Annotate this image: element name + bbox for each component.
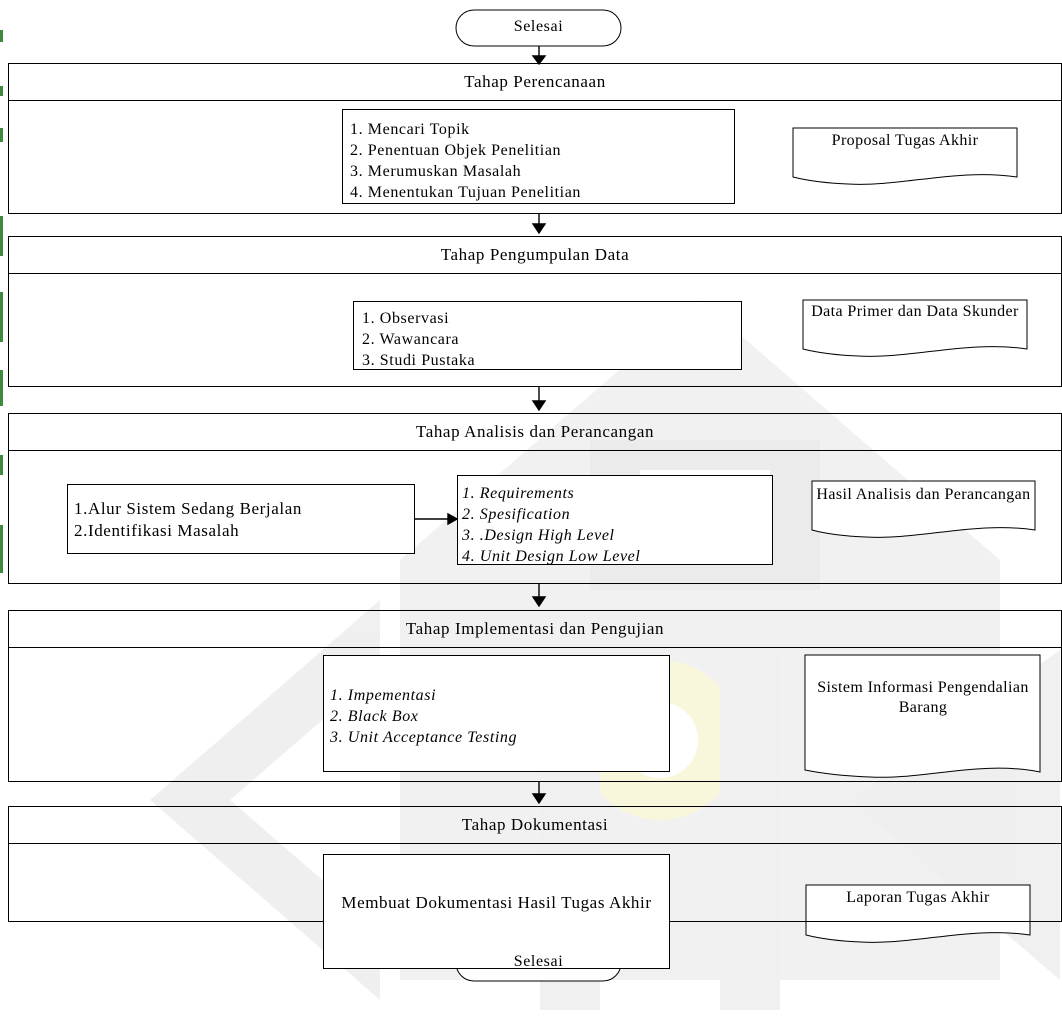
doc-shape-5 [805, 884, 1031, 943]
phase-analisis: Tahap Analisis dan Perancangan [8, 413, 1062, 584]
activity-box-pengumpulan [353, 301, 742, 370]
list-item: 1. Impementasi [330, 687, 437, 704]
output-data: Data Primer dan Data Skunder [811, 303, 1019, 320]
list-item: 1.Alur Sistem Sedang Berjalan [74, 499, 302, 518]
sidebar-watermark [0, 30, 3, 573]
list-item: 4. Menentukan Tujuan Penelitian [350, 184, 582, 201]
activity-box-analisis [457, 475, 773, 565]
list-item: 1. Requirements [462, 485, 575, 502]
activity-box-dokumentasi [323, 854, 670, 969]
output-laporan: Laporan Tugas Akhir [846, 889, 990, 906]
phase-title: Tahap Perencanaan [9, 64, 1061, 101]
start-terminator-label: Selesai [513, 18, 564, 35]
doc-shape-4 [804, 654, 1041, 778]
list-item: 4. Unit Design Low Level [462, 548, 641, 565]
activity-dokumentasi: Membuat Dokumentasi Hasil Tugas Akhir [341, 893, 652, 912]
output-hasil-analisis: Hasil Analisis dan Perancangan [816, 486, 1031, 503]
input-list: 1.Alur Sistem Sedang Berjalan 2.Identifi… [74, 498, 302, 542]
phase-title: Tahap Pengumpulan Data [9, 237, 1061, 274]
phase-title: Tahap Dokumentasi [9, 807, 1061, 844]
activity-box-implementasi [323, 655, 670, 772]
list-item: 2. Wawancara [362, 331, 460, 348]
activity-list: 1. Impementasi 2. Black Box 3. Unit Acce… [330, 685, 517, 748]
end-terminator-label: Selesai [513, 953, 564, 970]
activity-list: 1. Mencari Topik 2. Penentuan Objek Pene… [350, 119, 581, 203]
list-item: 3. Studi Pustaka [362, 352, 476, 369]
doc-shape-1 [792, 127, 1018, 185]
activity-box-perencanaan [342, 109, 735, 204]
list-item: 2.Identifikasi Masalah [74, 521, 240, 540]
list-item: 3. Unit Acceptance Testing [330, 729, 518, 746]
list-item: 2. Penentuan Objek Penelitian [350, 142, 562, 159]
output-proposal: Proposal Tugas Akhir [831, 132, 979, 149]
phase-title: Tahap Implementasi dan Pengujian [9, 611, 1061, 648]
list-item: 3. Merumuskan Masalah [350, 163, 522, 180]
doc-shape-2 [802, 299, 1028, 357]
activity-list: 1. Observasi 2. Wawancara 3. Studi Pusta… [362, 308, 475, 371]
list-item: 3. .Design High Level [462, 527, 615, 544]
output-sistem-informasi: Sistem Informasi Pengendalian Barang [817, 679, 1029, 716]
activity-list: 1. Requirements 2. Spesification 3. .Des… [462, 483, 640, 567]
phase-pengumpulan-data: Tahap Pengumpulan Data [8, 236, 1062, 387]
phase-title: Tahap Analisis dan Perancangan [9, 414, 1061, 451]
input-box-analisis [67, 484, 415, 554]
doc-shape-3 [811, 480, 1036, 538]
list-item: 1. Observasi [362, 310, 450, 327]
list-item: 2. Spesification [462, 506, 571, 523]
list-item: 1. Mencari Topik [350, 121, 470, 138]
list-item: 2. Black Box [330, 708, 419, 725]
